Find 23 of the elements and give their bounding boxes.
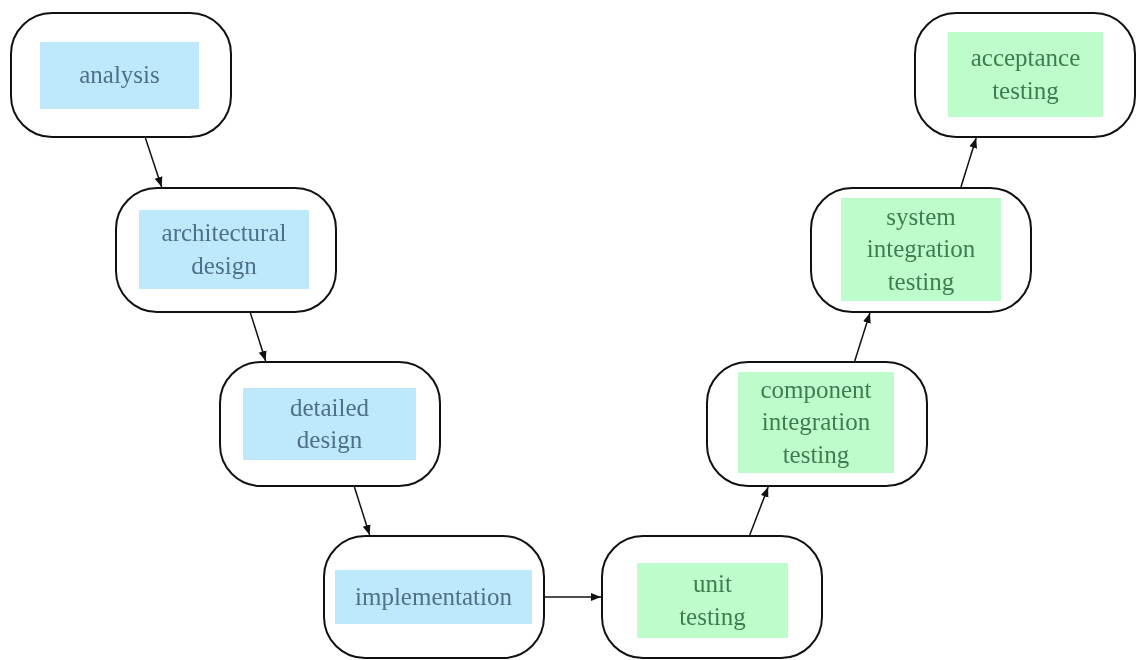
phase-label: component integration testing: [738, 372, 894, 473]
phase-label: implementation: [335, 570, 532, 624]
rounded-box: [219, 361, 441, 487]
arrow: [353, 486, 371, 536]
phase-label: detailed design: [243, 388, 416, 460]
rounded-box: [323, 535, 545, 659]
rounded-box: [810, 187, 1032, 313]
arrow: [249, 312, 267, 362]
arrow: [960, 137, 977, 188]
phase-label: system integration testing: [841, 198, 1001, 301]
arrow: [544, 593, 602, 601]
phase-label: acceptance testing: [948, 32, 1103, 117]
arrow: [749, 486, 769, 536]
rounded-box: [914, 12, 1136, 138]
rounded-box: [10, 12, 232, 138]
phase-label: architectural design: [139, 210, 309, 289]
rounded-box: [601, 535, 823, 659]
arrow: [854, 312, 871, 362]
rounded-box: [706, 361, 928, 487]
arrow: [144, 137, 163, 188]
rounded-box: [115, 187, 337, 313]
phase-label: analysis: [40, 42, 199, 109]
phase-label: unit testing: [637, 563, 788, 638]
